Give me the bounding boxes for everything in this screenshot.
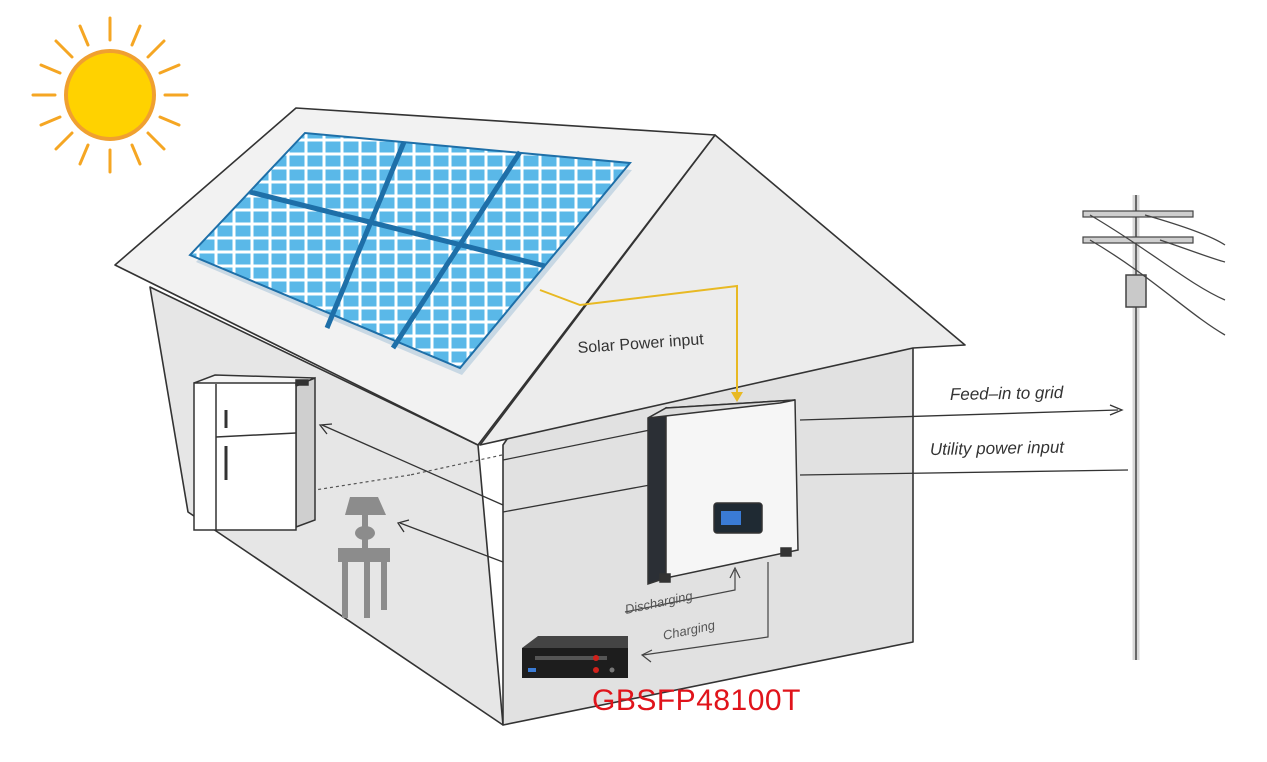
sun-icon (31, 16, 189, 174)
load-arrows (318, 423, 504, 563)
battery-icon (522, 636, 628, 678)
solar-wire (539, 284, 743, 402)
battery-model-label: GBSFP48100T (592, 684, 801, 717)
refrigerator-icon (193, 374, 316, 531)
feed-in-label: Feed–in to grid (950, 383, 1064, 404)
utility-input-label: Utility power input (930, 438, 1066, 459)
lamp-icon (338, 497, 390, 618)
solar-panel-icon (188, 131, 632, 375)
utility-pole-icon (1082, 195, 1226, 660)
inverter-icon (647, 399, 799, 586)
battery-arrows (624, 562, 769, 663)
grid-lines (502, 404, 1129, 513)
dashed-lines (314, 454, 503, 491)
